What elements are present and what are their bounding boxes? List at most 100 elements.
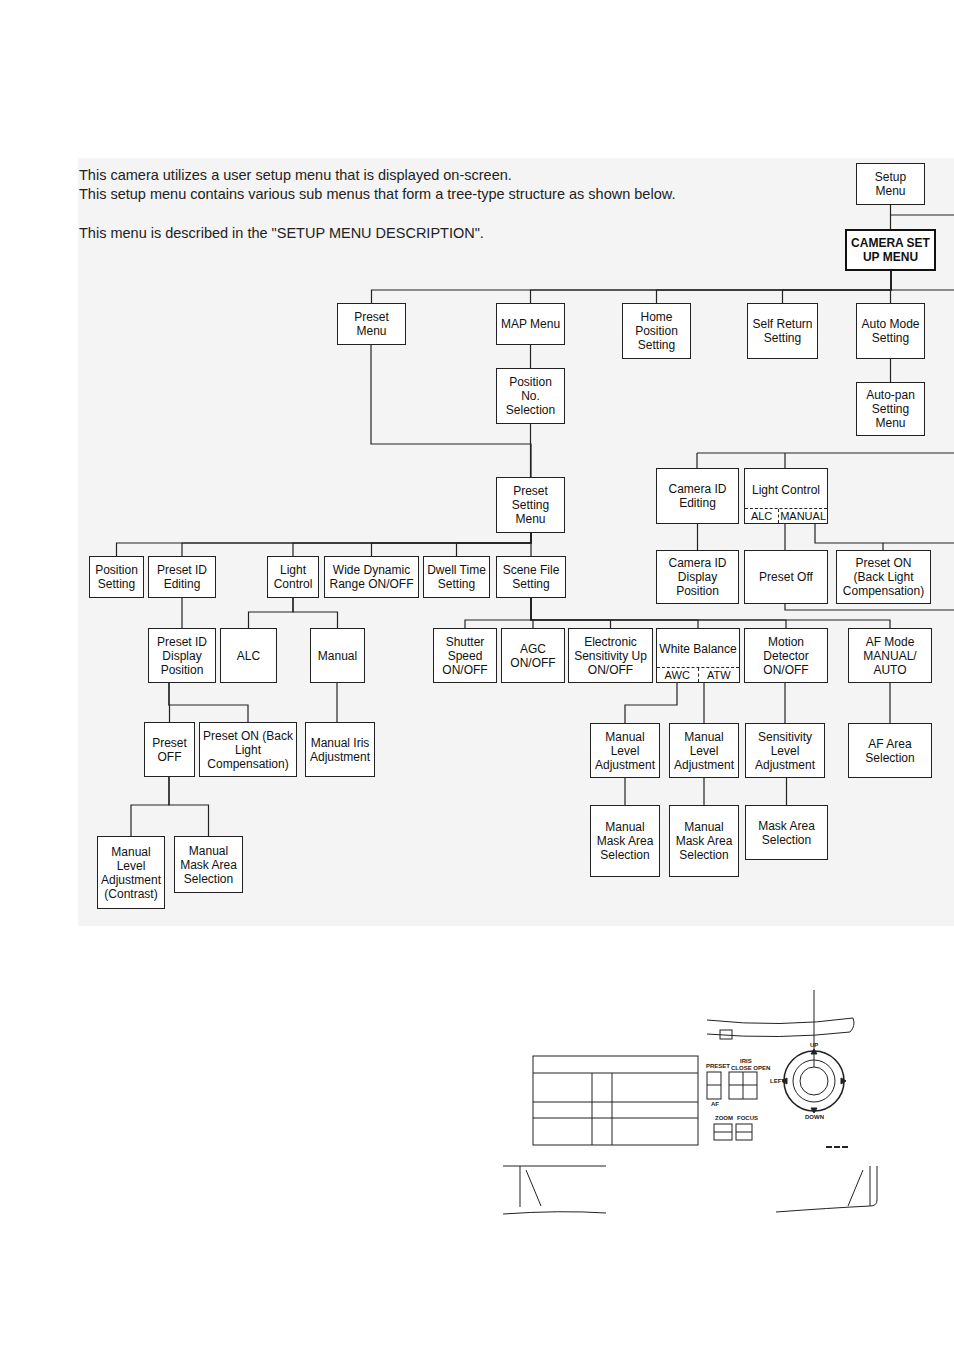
button-label: PRESET — [706, 1063, 730, 1070]
menu-text: AGC ON/OFF — [504, 642, 562, 670]
tree-connector — [457, 533, 532, 556]
tree-connector — [531, 598, 611, 628]
menu-text: Sensitivity Level Adjustment — [748, 730, 822, 772]
button-label: IRIS — [740, 1058, 752, 1065]
menu-box: Preset Menu — [337, 303, 406, 345]
button-label: FOCUS — [737, 1115, 758, 1122]
menu-box: Preset ID Display Position — [148, 628, 216, 683]
tree-connector — [784, 683, 785, 723]
menu-box: Manual Mask Area Selection — [590, 805, 660, 877]
menu-text: Mask Area Selection — [748, 819, 825, 847]
menu-box: Electronic Sensitivity Up ON/OFF — [568, 628, 653, 683]
menu-box: Manual Mask Area Selection — [174, 836, 243, 893]
tree-connector — [703, 683, 704, 723]
tree-connector — [293, 598, 338, 628]
menu-box: Scene File Setting — [496, 556, 566, 598]
menu-text: Manual Iris Adjustment — [308, 736, 372, 764]
tree-connector — [293, 533, 531, 556]
option-text: AWC — [657, 668, 698, 682]
menu-text: Motion Detector ON/OFF — [747, 635, 825, 677]
menu-box: Setup Menu — [856, 163, 925, 205]
menu-text: AF Mode MANUAL/ AUTO — [851, 635, 929, 677]
menu-text: Setup Menu — [859, 170, 922, 198]
menu-box: Home Position Setting — [622, 303, 691, 359]
tree-connector — [530, 424, 531, 477]
menu-text: Camera ID Display Position — [659, 556, 736, 598]
button-label: CLOSE OPEN — [731, 1065, 770, 1072]
menu-text: ALC — [223, 649, 274, 663]
menu-box: ALC — [220, 628, 277, 683]
menu-box: Auto-pan Setting Menu — [856, 382, 925, 436]
menu-box: Mask Area Selection — [745, 805, 828, 860]
tree-connector — [703, 778, 704, 805]
menu-text: CAMERA SET UP MENU — [849, 236, 932, 264]
menu-text: Dwell Time Setting — [426, 563, 487, 591]
menu-text: Manual — [313, 649, 362, 663]
option-text: ALC — [745, 509, 778, 523]
menu-box: Camera ID Display Position — [656, 550, 739, 604]
menu-text: Manual Level Adjustment — [593, 730, 657, 772]
tree-connector — [657, 271, 892, 303]
tree-connector — [117, 533, 532, 556]
direction-label: DOWN — [805, 1114, 824, 1121]
menu-text: Wide Dynamic Range ON/OFF — [327, 563, 416, 591]
intro-text: This setup menu contains various sub men… — [79, 185, 719, 204]
menu-box: Preset OFF — [144, 722, 195, 777]
menu-box: Light ControlALCMANUAL — [744, 468, 828, 524]
menu-text: Position No. Selection — [499, 375, 562, 417]
menu-box: Shutter Speed ON/OFF — [433, 628, 497, 683]
menu-text: Preset ON (Back Light Compensation) — [839, 556, 928, 598]
menu-text: Preset OFF — [147, 736, 192, 764]
intro-text: This menu is described in the "SETUP MEN… — [79, 224, 779, 243]
menu-text: AF Area Selection — [851, 737, 929, 765]
menu-text: Preset Menu — [340, 310, 403, 338]
tree-connector — [372, 533, 532, 556]
menu-box: Manual Level Adjustment — [590, 723, 660, 778]
menu-box: Preset ON (Back Light Compensation) — [836, 550, 931, 604]
tree-connector — [530, 345, 531, 368]
menu-box: Preset ID Editing — [148, 556, 216, 598]
menu-text: Position Setting — [92, 563, 141, 591]
menu-text: Scene File Setting — [499, 563, 563, 591]
menu-text: Manual Mask Area Selection — [593, 820, 657, 862]
menu-text: Manual Level Adjustment — [672, 730, 736, 772]
menu-box: Camera ID Editing — [656, 468, 739, 524]
menu-box: Motion Detector ON/OFF — [744, 628, 828, 683]
menu-box: Self Return Setting — [747, 303, 818, 359]
tree-connector — [531, 271, 892, 303]
menu-box: Light Control — [267, 556, 319, 598]
diagram-ground — [78, 158, 954, 926]
tree-connector — [181, 598, 182, 628]
button-label: ZOOM — [715, 1115, 733, 1122]
menu-text: Preset Off — [747, 570, 825, 584]
menu-text: Home Position Setting — [625, 310, 688, 352]
menu-text: MAP Menu — [499, 317, 562, 331]
button-label: AF — [711, 1101, 719, 1108]
menu-box: Manual — [310, 628, 365, 683]
option-text: ATW — [698, 668, 740, 682]
menu-box: Preset ON (Back Light Compensation) — [199, 722, 297, 777]
menu-title: White Balance — [657, 629, 739, 667]
tree-connector — [815, 524, 883, 550]
menu-text: Auto Mode Setting — [859, 317, 922, 345]
option-row: ALCMANUAL — [745, 508, 827, 523]
menu-box: Manual Iris Adjustment — [305, 722, 375, 777]
menu-box: AGC ON/OFF — [501, 628, 565, 683]
menu-text: Shutter Speed ON/OFF — [436, 635, 494, 677]
menu-box: Manual Mask Area Selection — [669, 805, 739, 877]
menu-box: Manual Level Adjustment — [669, 723, 739, 778]
tree-connector — [372, 271, 892, 303]
tree-connector — [131, 777, 169, 836]
tree-connector — [182, 533, 531, 556]
menu-box: CAMERA SET UP MENU — [845, 229, 936, 271]
tree-connector — [889, 683, 890, 723]
menu-text: Manual Mask Area Selection — [672, 820, 736, 862]
menu-text: Self Return Setting — [750, 317, 815, 345]
menu-box: Auto Mode Setting — [856, 303, 925, 359]
menu-box: MAP Menu — [496, 303, 565, 345]
tree-connector — [169, 777, 209, 836]
menu-title: Light Control — [745, 469, 827, 508]
menu-box: Wide Dynamic Range ON/OFF — [324, 556, 419, 598]
option-row: AWCATW — [657, 667, 739, 682]
tree-connector — [336, 683, 337, 722]
